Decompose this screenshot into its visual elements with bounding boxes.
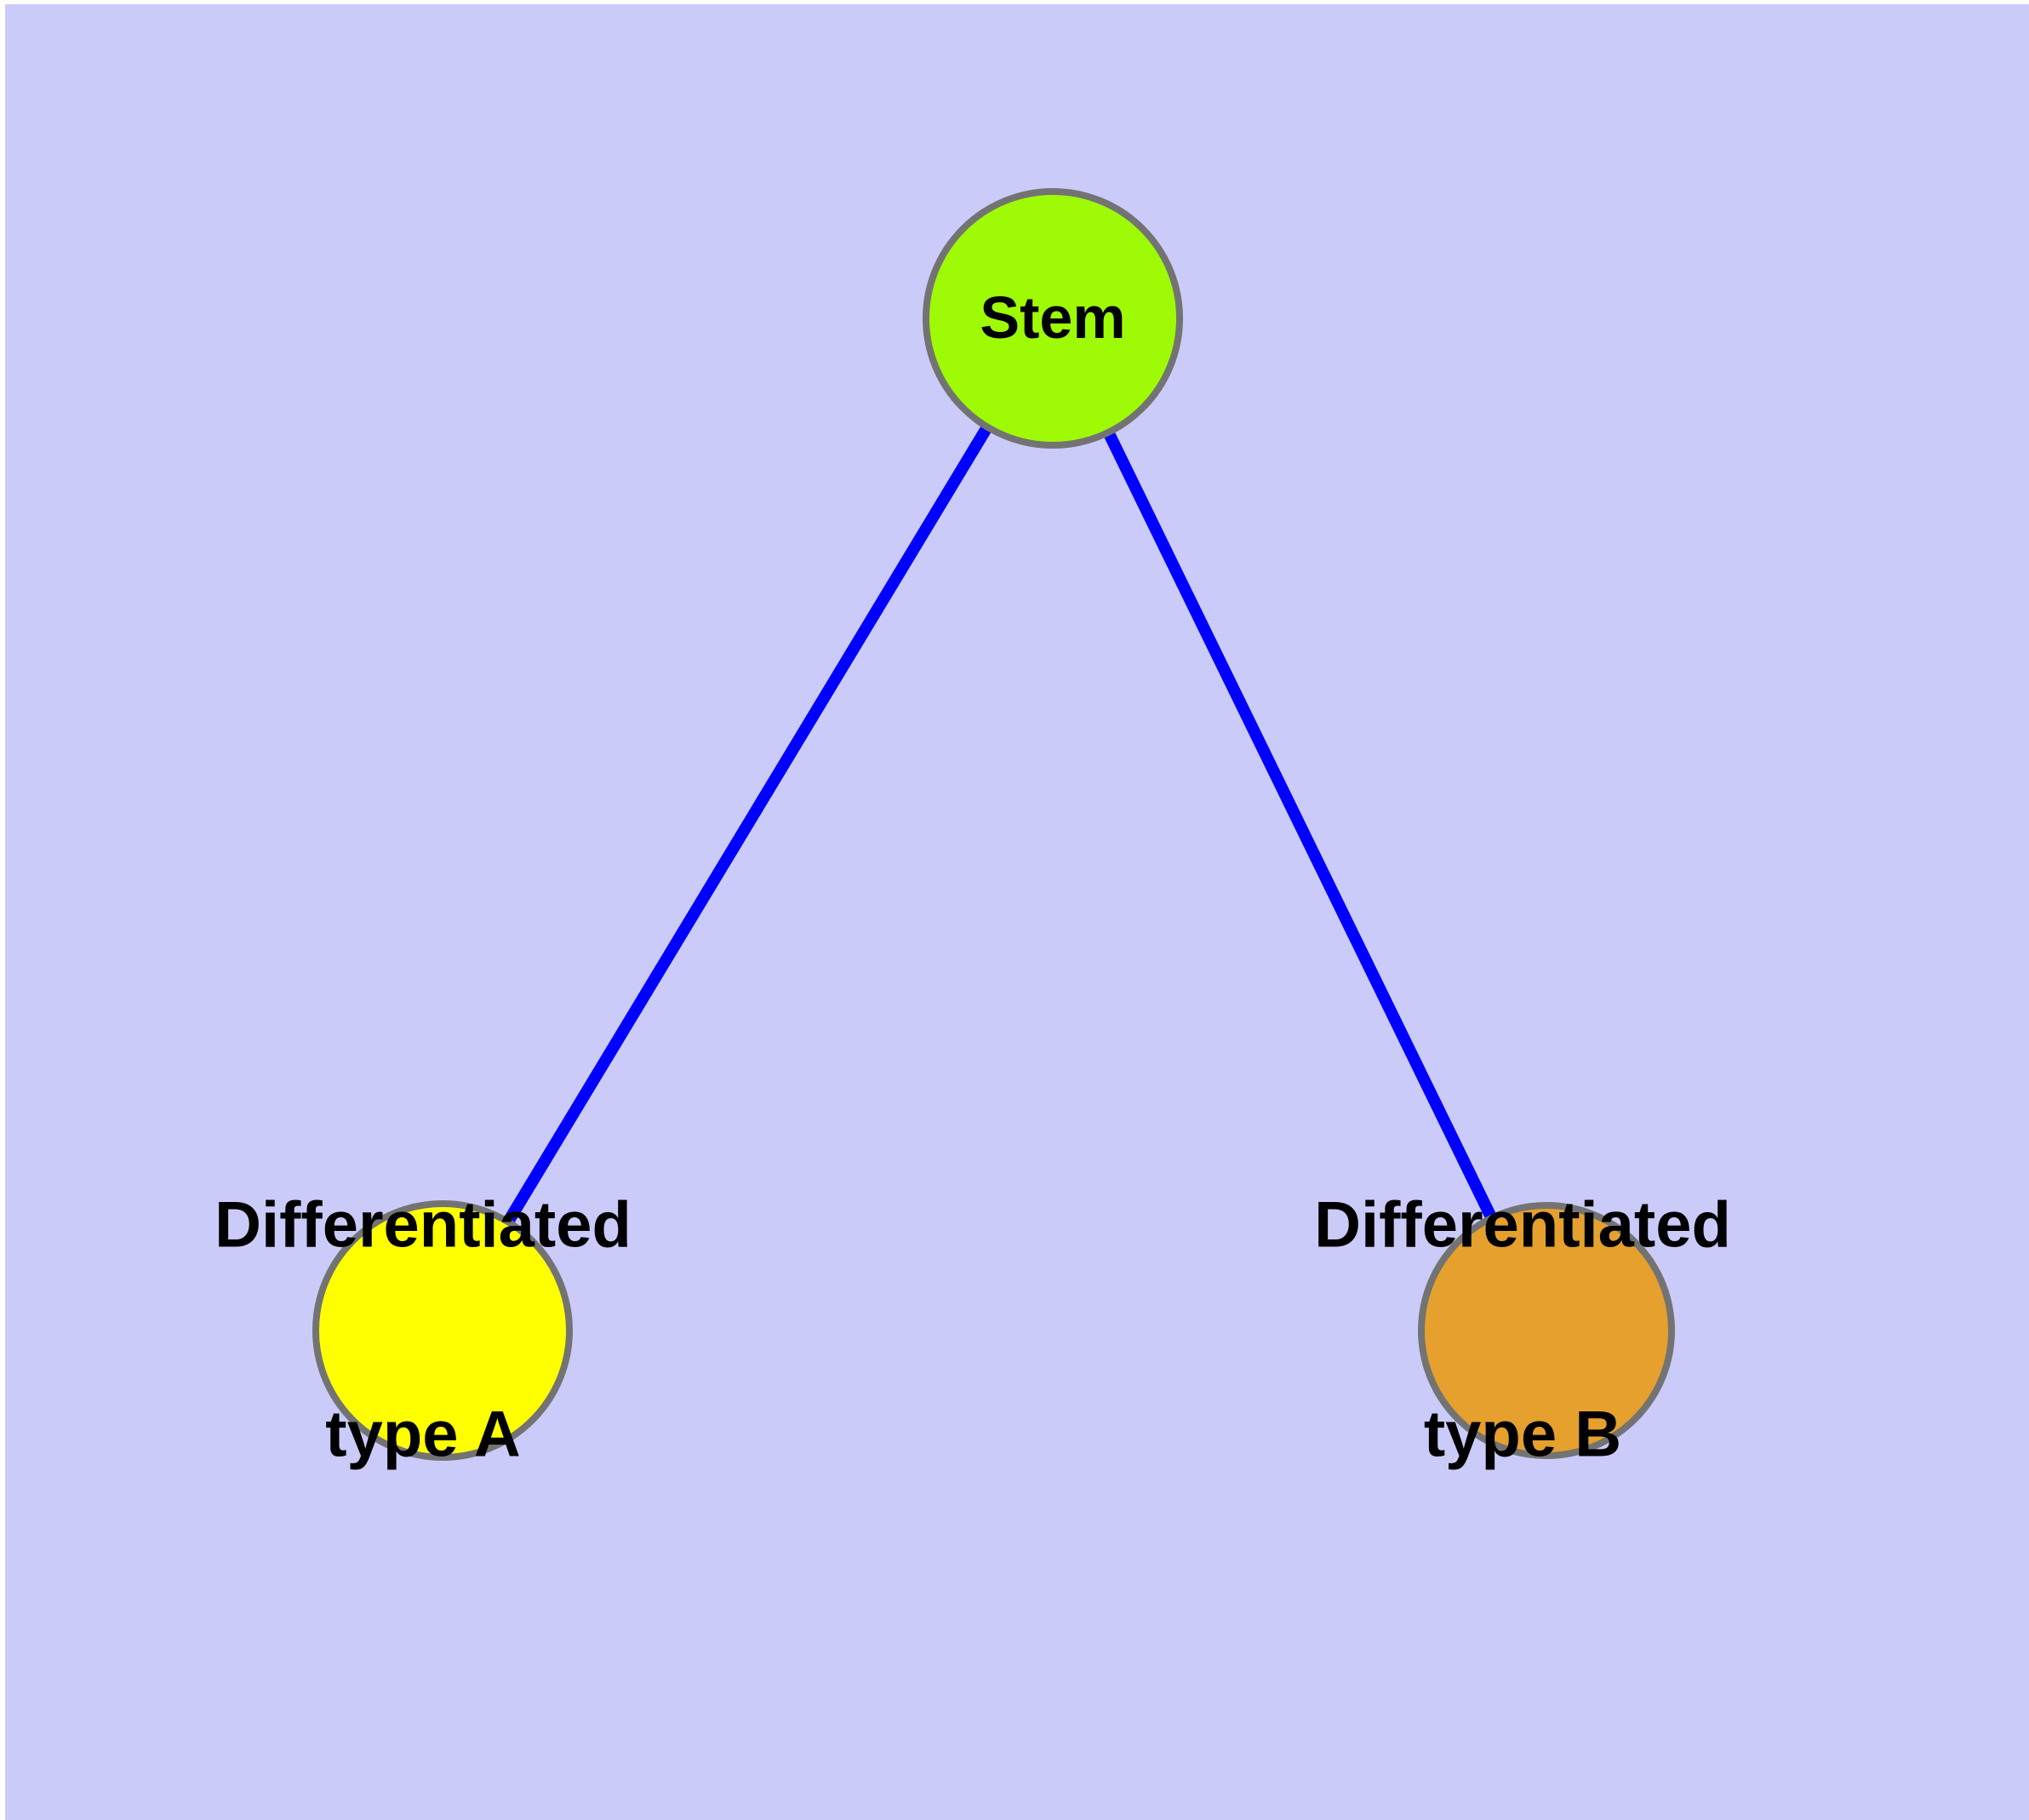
edge-stem-to-differentiated-type-a[interactable] bbox=[437, 315, 1058, 1334]
node-stem[interactable] bbox=[923, 188, 1183, 449]
edge-stem-to-differentiated-type-b[interactable] bbox=[1047, 315, 1552, 1334]
nodes-layer bbox=[312, 188, 1675, 1461]
node-differentiated-type-a[interactable] bbox=[312, 1200, 573, 1461]
edges-layer bbox=[437, 315, 1552, 1334]
node-differentiated-type-b[interactable] bbox=[1418, 1202, 1675, 1459]
